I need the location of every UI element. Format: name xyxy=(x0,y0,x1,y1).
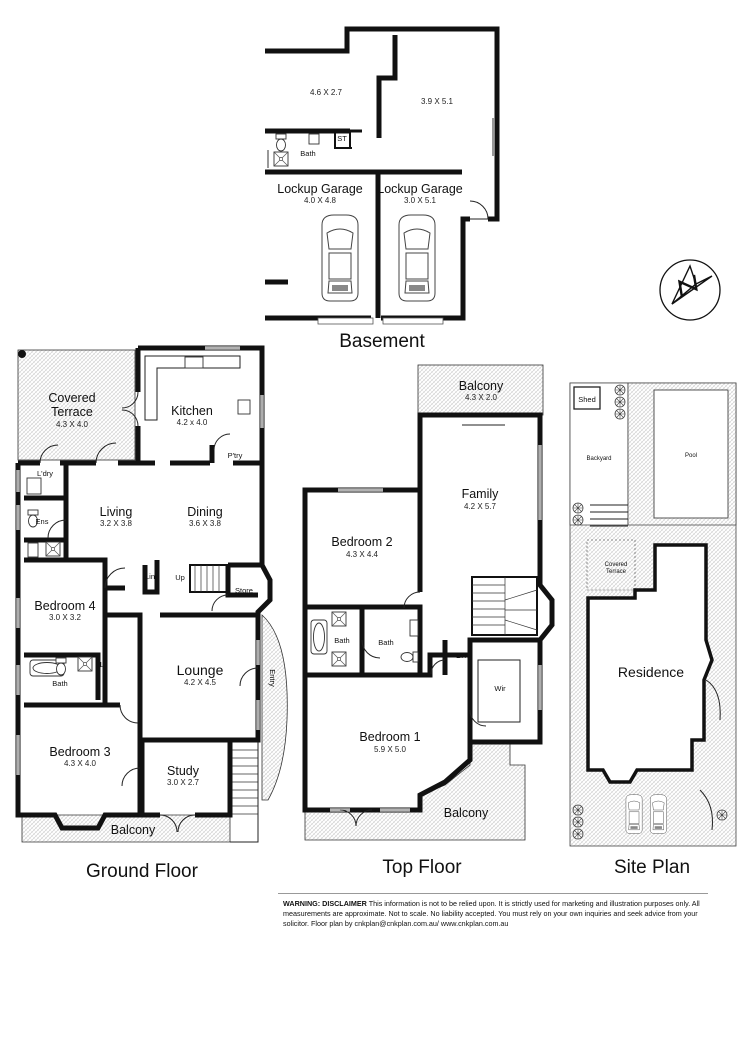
top-bath2-label: Bath xyxy=(378,638,393,647)
garage2-dim: 3.0 X 5.1 xyxy=(404,196,437,205)
garage1-dim: 4.0 X 4.8 xyxy=(304,196,337,205)
top-floor-plan: Balcony 4.3 X 2.0 Family 4.2 X 5.7 Bedro… xyxy=(302,364,555,878)
tree-icon xyxy=(572,828,584,840)
site-covered-terrace-label: Covered xyxy=(605,562,628,568)
tree-icon xyxy=(614,384,626,396)
shed-label: Shed xyxy=(578,395,596,404)
dining-dim: 3.6 X 3.8 xyxy=(189,519,222,528)
bedroom1-dim: 5.9 X 5.0 xyxy=(374,745,407,754)
living-label: Living xyxy=(100,505,133,519)
bedroom4-label: Bedroom 4 xyxy=(34,599,95,613)
lounge-dim: 4.2 X 4.5 xyxy=(184,678,217,687)
ground-floor-plan: Covered Terrace 4.3 X 4.0 Kitchen 4.2 x … xyxy=(15,345,288,882)
living-dim: 3.2 X 3.8 xyxy=(100,519,133,528)
toilet-icon xyxy=(55,657,67,676)
basement-room-b-dim: 3.9 X 5.1 xyxy=(421,97,454,106)
tree-icon xyxy=(572,502,584,514)
bedroom2-label: Bedroom 2 xyxy=(331,535,392,549)
residence-label: Residence xyxy=(618,664,684,680)
top-balcony-label: Balcony xyxy=(459,379,504,393)
ensuite-label: Ens xyxy=(36,517,49,526)
study-dim: 3.0 X 2.7 xyxy=(167,778,200,787)
family-dim: 4.2 X 5.7 xyxy=(464,502,497,511)
bedroom2-dim: 4.3 X 4.4 xyxy=(346,550,379,559)
ground-floor-title: Ground Floor xyxy=(86,861,199,882)
top-bath1-label: Bath xyxy=(334,636,349,645)
stove-icon xyxy=(184,356,204,369)
bathtub-icon xyxy=(310,619,328,655)
bottom-balcony-area xyxy=(304,741,526,841)
covered-terrace-label-2: Terrace xyxy=(51,405,93,419)
pool-shape xyxy=(653,389,729,519)
tree-icon xyxy=(572,514,584,526)
covered-terrace-label: Covered xyxy=(48,391,95,405)
covered-terrace-area xyxy=(17,349,136,461)
toilet-icon xyxy=(275,133,287,152)
disclaimer: WARNING: DISCLAIMER This information is … xyxy=(283,899,723,929)
ground-balcony-label: Balcony xyxy=(111,823,156,837)
pantry-label: P'try xyxy=(228,451,243,460)
lounge-label: Lounge xyxy=(177,662,224,678)
entry-label: Entry xyxy=(268,669,277,687)
bedroom1-label: Bedroom 1 xyxy=(359,730,420,744)
shower-icon xyxy=(77,656,93,672)
laundry-label: L'dry xyxy=(37,469,53,478)
top-linen-label: Lin xyxy=(456,651,466,660)
kitchen-dim: 4.2 x 4.0 xyxy=(177,418,208,427)
disclaimer-heading: WARNING: DISCLAIMER xyxy=(283,899,367,908)
car-icon xyxy=(625,794,643,834)
tree-icon xyxy=(572,804,584,816)
bedroom3-dim: 4.3 X 4.0 xyxy=(64,759,97,768)
family-label: Family xyxy=(462,487,500,501)
tree-icon xyxy=(716,809,728,821)
toilet-icon xyxy=(400,651,419,663)
study-label: Study xyxy=(167,764,200,778)
covered-terrace-dim: 4.3 X 4.0 xyxy=(56,420,89,429)
garage1-label: Lockup Garage xyxy=(277,182,363,196)
pool-label: Pool xyxy=(685,453,697,459)
shower-icon xyxy=(273,151,289,167)
shower-icon xyxy=(45,541,61,557)
site-plan-title: Site Plan xyxy=(614,857,690,878)
basement-plan: 4.6 X 2.7 3.9 X 5.1 Bath ST Lockup Garag… xyxy=(265,26,500,352)
car-icon xyxy=(398,214,436,302)
tree-icon xyxy=(614,396,626,408)
site-covered-terrace-label-2: Terrace xyxy=(606,569,627,575)
basement-title: Basement xyxy=(339,331,425,352)
basement-st-label: ST xyxy=(337,134,347,143)
bottom-balcony-label: Balcony xyxy=(444,806,489,820)
site-plan: Shed Backyard Pool Covered Terrace Resid… xyxy=(569,382,737,878)
ground-bath-label: Bath xyxy=(52,679,67,688)
wir-label: Wir xyxy=(494,684,506,693)
ground-l-label: L xyxy=(100,660,104,669)
dining-label: Dining xyxy=(187,505,222,519)
bedroom4-dim: 3.0 X 3.2 xyxy=(49,613,82,622)
bedroom3-label: Bedroom 3 xyxy=(49,745,110,759)
tree-icon xyxy=(572,816,584,828)
disclaimer-divider xyxy=(278,893,708,894)
garage2-label: Lockup Garage xyxy=(377,182,463,196)
residence-outline xyxy=(586,543,714,784)
stairs-up-label: Up xyxy=(175,573,185,582)
compass-north-icon xyxy=(659,259,721,321)
kitchen-label: Kitchen xyxy=(171,404,213,418)
tree-icon xyxy=(614,408,626,420)
shower-icon xyxy=(331,611,347,627)
store-label: Store xyxy=(235,586,253,595)
linen-label: Lin xyxy=(145,572,155,581)
car-icon xyxy=(650,794,667,834)
shower-icon xyxy=(331,651,347,667)
top-floor-title: Top Floor xyxy=(382,857,462,878)
backyard-label: Backyard xyxy=(586,456,611,462)
top-balcony-dim: 4.3 X 2.0 xyxy=(465,393,498,402)
top-balcony-area xyxy=(417,364,544,416)
basement-bath-label: Bath xyxy=(300,149,315,158)
basement-room-a-dim: 4.6 X 2.7 xyxy=(310,88,343,97)
car-icon xyxy=(321,214,359,302)
disclaimer-body: This information is not to be relied upo… xyxy=(283,899,700,929)
